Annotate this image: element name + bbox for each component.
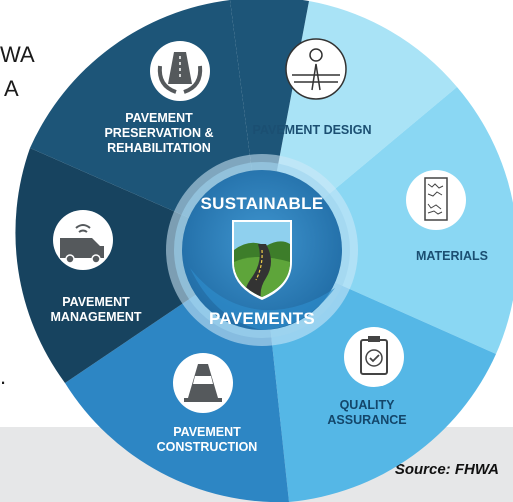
segment-label-line: PAVEMENT: [62, 295, 130, 309]
label-materials: MATERIALS: [416, 249, 488, 263]
connected-van-icon: [53, 210, 113, 270]
source-caption: Source: FHWA: [394, 461, 499, 478]
segment-label-line: REHABILITATION: [107, 141, 211, 155]
side-text-line-3: .: [0, 364, 7, 389]
segment-materials: [262, 87, 513, 354]
segment-label-line: MATERIALS: [416, 249, 488, 263]
segment-label-line: PRESERVATION &: [104, 126, 213, 140]
segment-label-line: MANAGEMENT: [51, 310, 142, 324]
side-text-line-2: A: [4, 76, 19, 101]
hub-swirl: [190, 268, 335, 330]
segment-label-line: ASSURANCE: [327, 413, 406, 427]
traffic-cone-icon: [173, 353, 233, 413]
segment-label-line: CONSTRUCTION: [157, 440, 258, 454]
segment-label-line: PAVEMENT: [173, 425, 241, 439]
road-shield-icon: [232, 220, 292, 300]
hub-title-bottom: PAVEMENTS: [209, 309, 315, 328]
segment-label-line: PAVEMENT DESIGN: [253, 123, 372, 137]
side-text-line-1: WA: [0, 42, 35, 67]
hub-title-top: SUSTAINABLE: [201, 194, 324, 213]
segment-pavement-management: [15, 148, 262, 383]
label-pavement-design: PAVEMENT DESIGN: [253, 123, 372, 137]
road-crossing-icon: [285, 38, 347, 100]
clipboard-check-icon: [344, 327, 404, 387]
aggregate-sample-icon: [406, 170, 466, 230]
segment-label-line: PAVEMENT: [125, 111, 193, 125]
hands-road-icon: [150, 41, 210, 101]
segment-label-line: QUALITY: [340, 398, 396, 412]
